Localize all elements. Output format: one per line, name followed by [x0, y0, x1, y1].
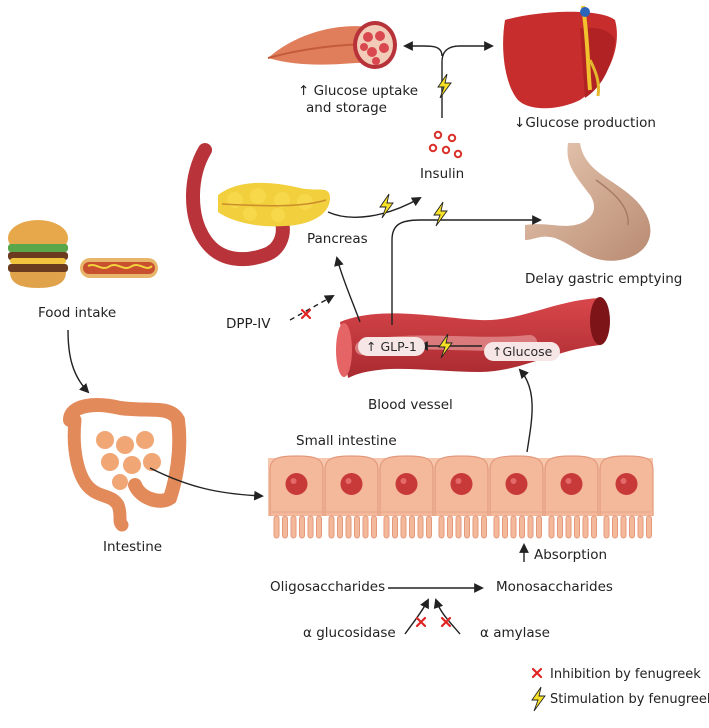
label-alpha-glucosidase: α glucosidase — [303, 625, 396, 641]
label-monosaccharides: Monosaccharides — [496, 579, 613, 595]
intestinal-cell — [379, 455, 434, 539]
lightning-bolt-icon — [531, 686, 546, 712]
label-glucose-uptake-line1: Glucose uptake — [313, 83, 419, 99]
legend-stimulation-label: Stimulation by fenugreek — [550, 692, 709, 707]
arrow-food-intestine — [67, 329, 90, 394]
up-arrow-icon: ↑ — [298, 83, 310, 99]
label-glp1: ↑ GLP-1 — [358, 337, 425, 356]
intestine-icon — [63, 398, 187, 532]
label-glucose-vessel: ↑Glucose — [484, 342, 561, 361]
muscle-icon — [267, 21, 397, 69]
label-glucose-vessel-text: Glucose — [502, 344, 553, 359]
label-glucose-production-text: Glucose production — [525, 115, 656, 131]
intestinal-villi-cells — [268, 455, 654, 539]
lightning-bolt-icon — [437, 73, 452, 99]
insulin-molecules-icon — [428, 130, 463, 159]
liver-icon — [503, 5, 617, 109]
arrow-amylase — [433, 598, 461, 635]
label-glucose-uptake: ↑ Glucose uptake — [298, 83, 419, 100]
lightning-bolt-icon — [433, 201, 448, 227]
burger-icon — [8, 220, 68, 288]
arrow-insulin-split — [441, 45, 461, 118]
stomach-icon — [525, 143, 651, 261]
arrow-intestine-small — [149, 467, 264, 501]
label-dpp4: DPP-IV — [226, 316, 271, 332]
label-blood-vessel: Blood vessel — [368, 397, 453, 413]
arrow-glp1-pancreas — [334, 256, 361, 323]
arrows — [67, 41, 542, 635]
lightning-bolt-icon — [379, 193, 394, 219]
arrow-glp1-stomach — [391, 215, 542, 325]
lightning-bolt-icon — [438, 333, 453, 359]
label-oligosaccharides: Oligosaccharides — [270, 579, 386, 595]
intestinal-cell — [544, 455, 599, 539]
stimulation-markers — [379, 73, 546, 712]
arrow-dpp4 — [289, 295, 335, 321]
arrow-glucosidase — [404, 598, 429, 635]
label-glp1-text: GLP-1 — [380, 339, 417, 354]
intestinal-cell — [599, 455, 654, 539]
inhibition-markers — [300, 308, 543, 679]
label-insulin: Insulin — [420, 166, 465, 182]
up-arrow-icon: ↑ — [492, 344, 503, 359]
label-glucose-production: ↓Glucose production — [514, 115, 656, 132]
label-alpha-amylase: α amylase — [480, 625, 550, 641]
legend-inhibition-label: Inhibition by fenugreek — [550, 667, 701, 682]
arrow-absorb-vessel — [518, 368, 533, 453]
intestinal-cell — [324, 455, 379, 539]
red-x-icon — [440, 616, 452, 628]
label-and-storage: and storage — [306, 100, 387, 116]
intestinal-cell — [434, 455, 489, 539]
arrow-pancreas-insulin — [327, 197, 422, 218]
label-pancreas: Pancreas — [307, 231, 368, 247]
label-intestine: Intestine — [103, 539, 163, 555]
label-absorption: Absorption — [534, 547, 608, 563]
pancreas-icon — [186, 143, 330, 267]
down-arrow-icon: ↓ — [514, 115, 526, 131]
label-small-intestine: Small intestine — [296, 433, 397, 449]
label-delay-gastric: Delay gastric emptying — [525, 271, 683, 287]
up-arrow-icon: ↑ — [366, 339, 377, 354]
intestinal-cell — [489, 455, 544, 539]
red-x-icon — [531, 667, 543, 679]
arrow-to-muscle — [403, 41, 443, 57]
red-x-icon — [300, 308, 312, 320]
hotdog-icon — [80, 258, 158, 278]
label-food-intake: Food intake — [38, 305, 117, 321]
intestinal-cell — [269, 455, 324, 539]
red-x-icon — [415, 616, 427, 628]
